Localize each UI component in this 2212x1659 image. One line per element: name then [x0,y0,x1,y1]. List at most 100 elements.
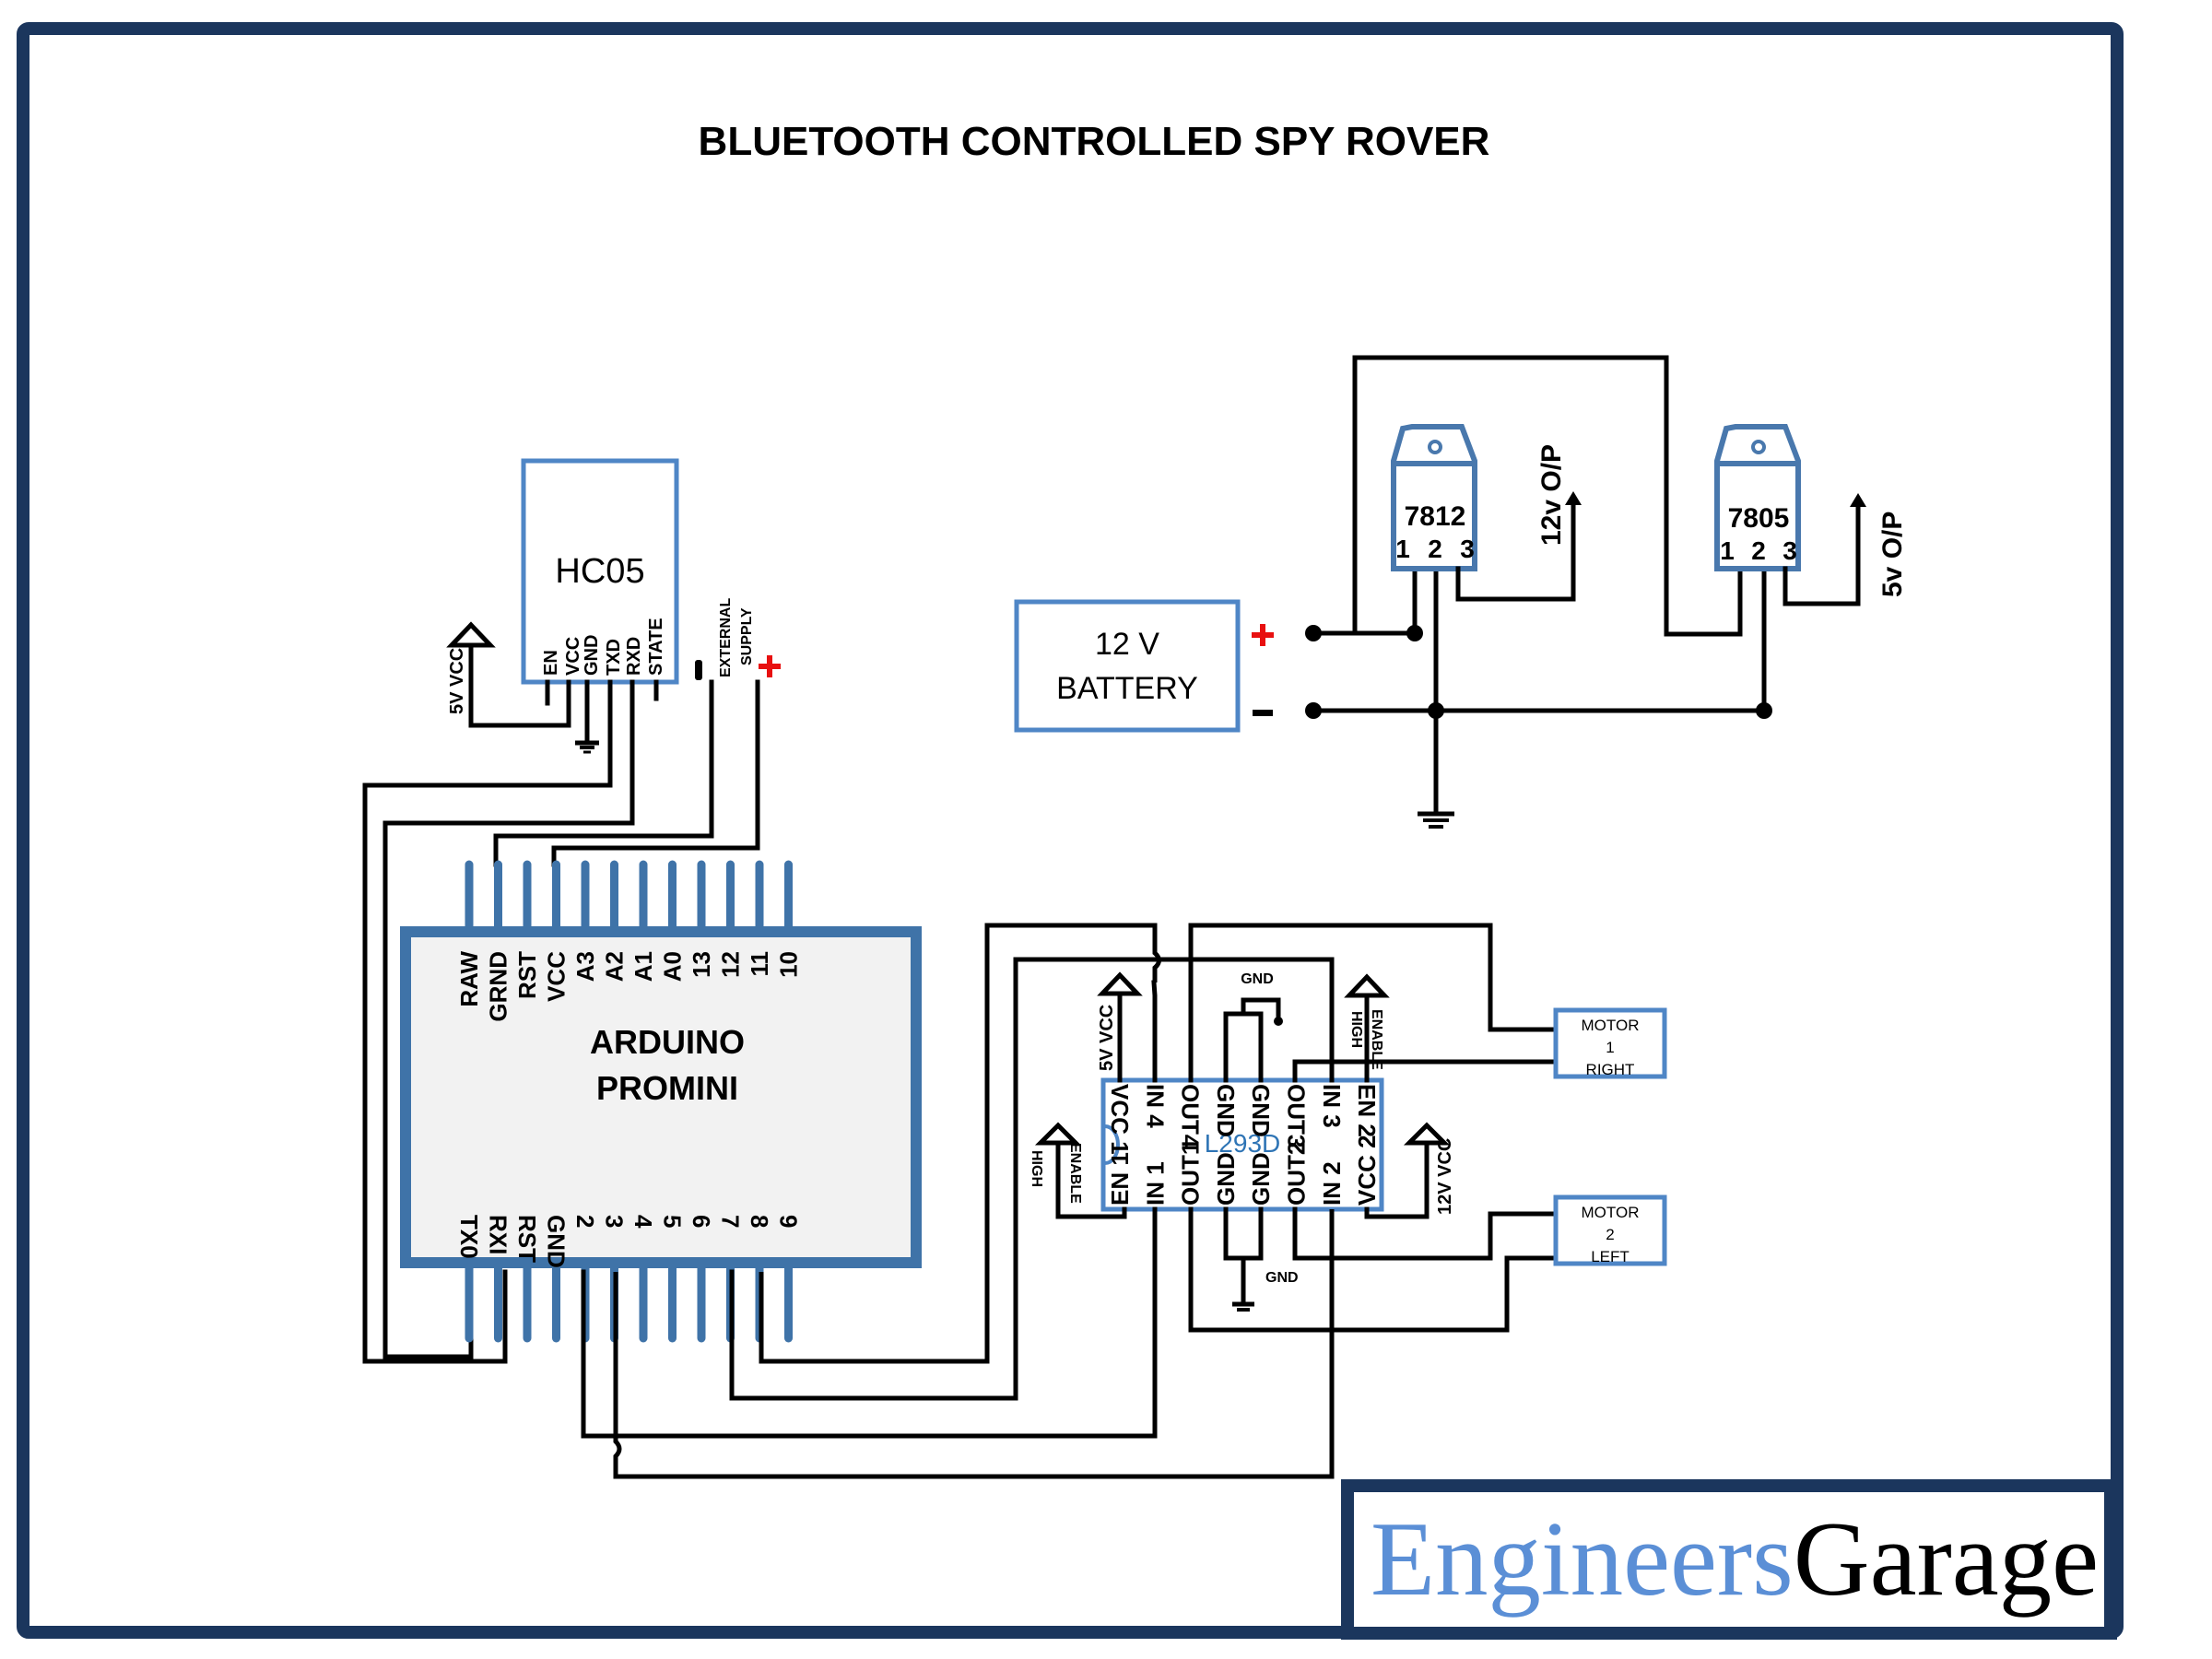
enable-arrow-icon [1034,1122,1082,1146]
l293d-en1-label-line2: HIGH [1029,1150,1044,1187]
7805-pin1: 1 [1720,536,1735,565]
arduino-bottom-pin-label: 4 [629,1215,657,1229]
arduino-top-pin-label: RST [513,951,541,999]
motor-2-line3: LEFT [1591,1248,1630,1265]
motor-1-line3: RIGHT [1586,1061,1635,1078]
external-supply-negative-wire [493,679,714,867]
outer-frame [17,22,2124,1639]
arduino-top-pin-label: A1 [629,951,657,982]
7805-output-wire [1783,502,1861,606]
l293d-label: L293D [1205,1129,1281,1158]
hc05-module: HC05 EN VCC GND TXD RXD STATE 5V VCC EXT… [362,458,781,1364]
in3-to-pin7-wire [729,957,1335,1401]
l293d-bottom-pin-label: GND [1247,1152,1275,1206]
output-arrow-icon [1850,493,1866,507]
mounting-hole-icon [1751,440,1766,454]
l293d-bottom-pin-label: IN 1 [1141,1161,1169,1206]
7805-label: 7805 [1728,503,1790,534]
motor-1: MOTOR 1 RIGHT [1553,1007,1667,1079]
l293d-gnd-top-label: GND [1241,971,1274,987]
l293d-gnd-top-link [1241,997,1281,1023]
hc05-pin-gnd: GND [582,635,602,676]
7812-label: 7812 [1405,501,1466,532]
external-supply-positive-icon [759,655,781,677]
l293d-gnd-top-wire [1223,1011,1264,1083]
ic-notch-icon [1104,1124,1120,1165]
enable-arrow-icon [1344,973,1390,998]
arduino-bottom-pins [465,1258,793,1343]
arduino-bottom-pin-label: 2 [571,1215,599,1228]
external-supply-positive-wire [551,679,760,867]
hc05-rxd-wire [382,679,635,1359]
arduino-bottom-pin-label: 3 [601,1215,629,1228]
in1-to-pin2-wire [581,1206,1158,1439]
arduino-bottom-pin-label: RXI [485,1215,512,1254]
hc05-box [521,458,679,685]
out1-to-motor2-wire [1188,1206,1560,1333]
ground-icon [1232,1301,1254,1312]
l293d-bottom-pin-label: GND [1212,1152,1240,1206]
arduino-top-pin-label: 11 [746,951,773,977]
in2-to-pin3-wire [613,1209,1335,1479]
battery-label-line1: 12 V [1095,627,1159,662]
vcc-arrow-icon [446,621,496,648]
hc05-pin-state: STATE [646,618,666,676]
l293d-vcc2-wire [1364,1133,1430,1219]
out2-to-motor2-wire [1292,1206,1560,1261]
hc05-txd-wire [362,679,613,1364]
arduino-top-pins [465,860,793,936]
arduino-top-pin-label: RAW [455,951,483,1007]
hc05-pin-en: EN [541,650,561,676]
arduino-bottom-pin-label: 6 [688,1215,715,1228]
l293d-vcc2-label: 12V VCC [1435,1138,1455,1215]
motor-2: MOTOR 2 LEFT [1553,1194,1667,1266]
l293d-box [1100,1077,1384,1212]
arduino-bottom-pin-label: RST [513,1215,541,1263]
motor-1-line1: MOTOR [1582,1017,1640,1034]
arduino-bottom-pin-label: 8 [746,1215,773,1228]
arduino-top-pin-label: GRND [485,951,512,1022]
battery-section: 12 V BATTERY [1014,355,1772,829]
regulator-7812: 7812 1 2 3 12v O/P [1391,424,1582,602]
l293d-top-pin-label: OUT3 [1283,1084,1311,1147]
external-supply-label-line1: EXTERNAL [718,598,734,677]
external-supply-label-line2: SUPPLY [739,607,755,665]
l293d-gnd-bottom-wire [1223,1206,1264,1261]
7805-output-label: 5v O/P [1877,512,1908,597]
arduino-bottom-pin-label: 7 [717,1215,745,1228]
arduino-top-pin-label: 12 [717,951,745,978]
l293d-top-pin-label: EN 2 [1353,1084,1381,1137]
arduino-bottom-pin-label: GND [543,1215,571,1268]
hc05-pin-vcc: VCC [563,637,583,676]
l293d-en1-label-line1: ENABLE [1067,1143,1083,1204]
regulator-7805: 7805 1 2 3 5v O/P [1714,424,1908,606]
in4-to-pin8-wire [759,923,1161,1364]
logo-frame [1341,1479,2117,1640]
hc05-pin-rxd: RXD [624,637,644,676]
engineers-garage-logo[interactable]: EngineersGarage [1341,1479,2117,1640]
arduino-top-pin-label: A3 [571,951,599,982]
motor-2-line2: 2 [1606,1226,1614,1243]
logo-text: EngineersGarage [1371,1500,2099,1618]
ground-icon [1274,1017,1283,1026]
hc05-pin-txd: TXD [604,639,624,676]
7812-pin1: 1 [1395,535,1410,563]
arduino-top-pin-label: 10 [775,951,803,978]
hc05-vcc-wire [468,631,571,728]
motor-1-box [1553,1007,1667,1079]
7812-pin2: 2 [1428,535,1442,563]
l293d-bottom-pin-label: OUT2 [1283,1142,1311,1206]
l293d-top-pin-label: IN 3 [1318,1084,1346,1128]
ground-icon [575,740,599,754]
positive-to-7805-wire [1352,355,1743,637]
vcc-arrow-icon [1097,971,1143,996]
arduino-box [400,926,922,1268]
hc05-label: HC05 [555,552,644,591]
l293d-gnd-bottom-label: GND [1265,1270,1299,1286]
logo-part2: Garage [1794,1500,2099,1618]
